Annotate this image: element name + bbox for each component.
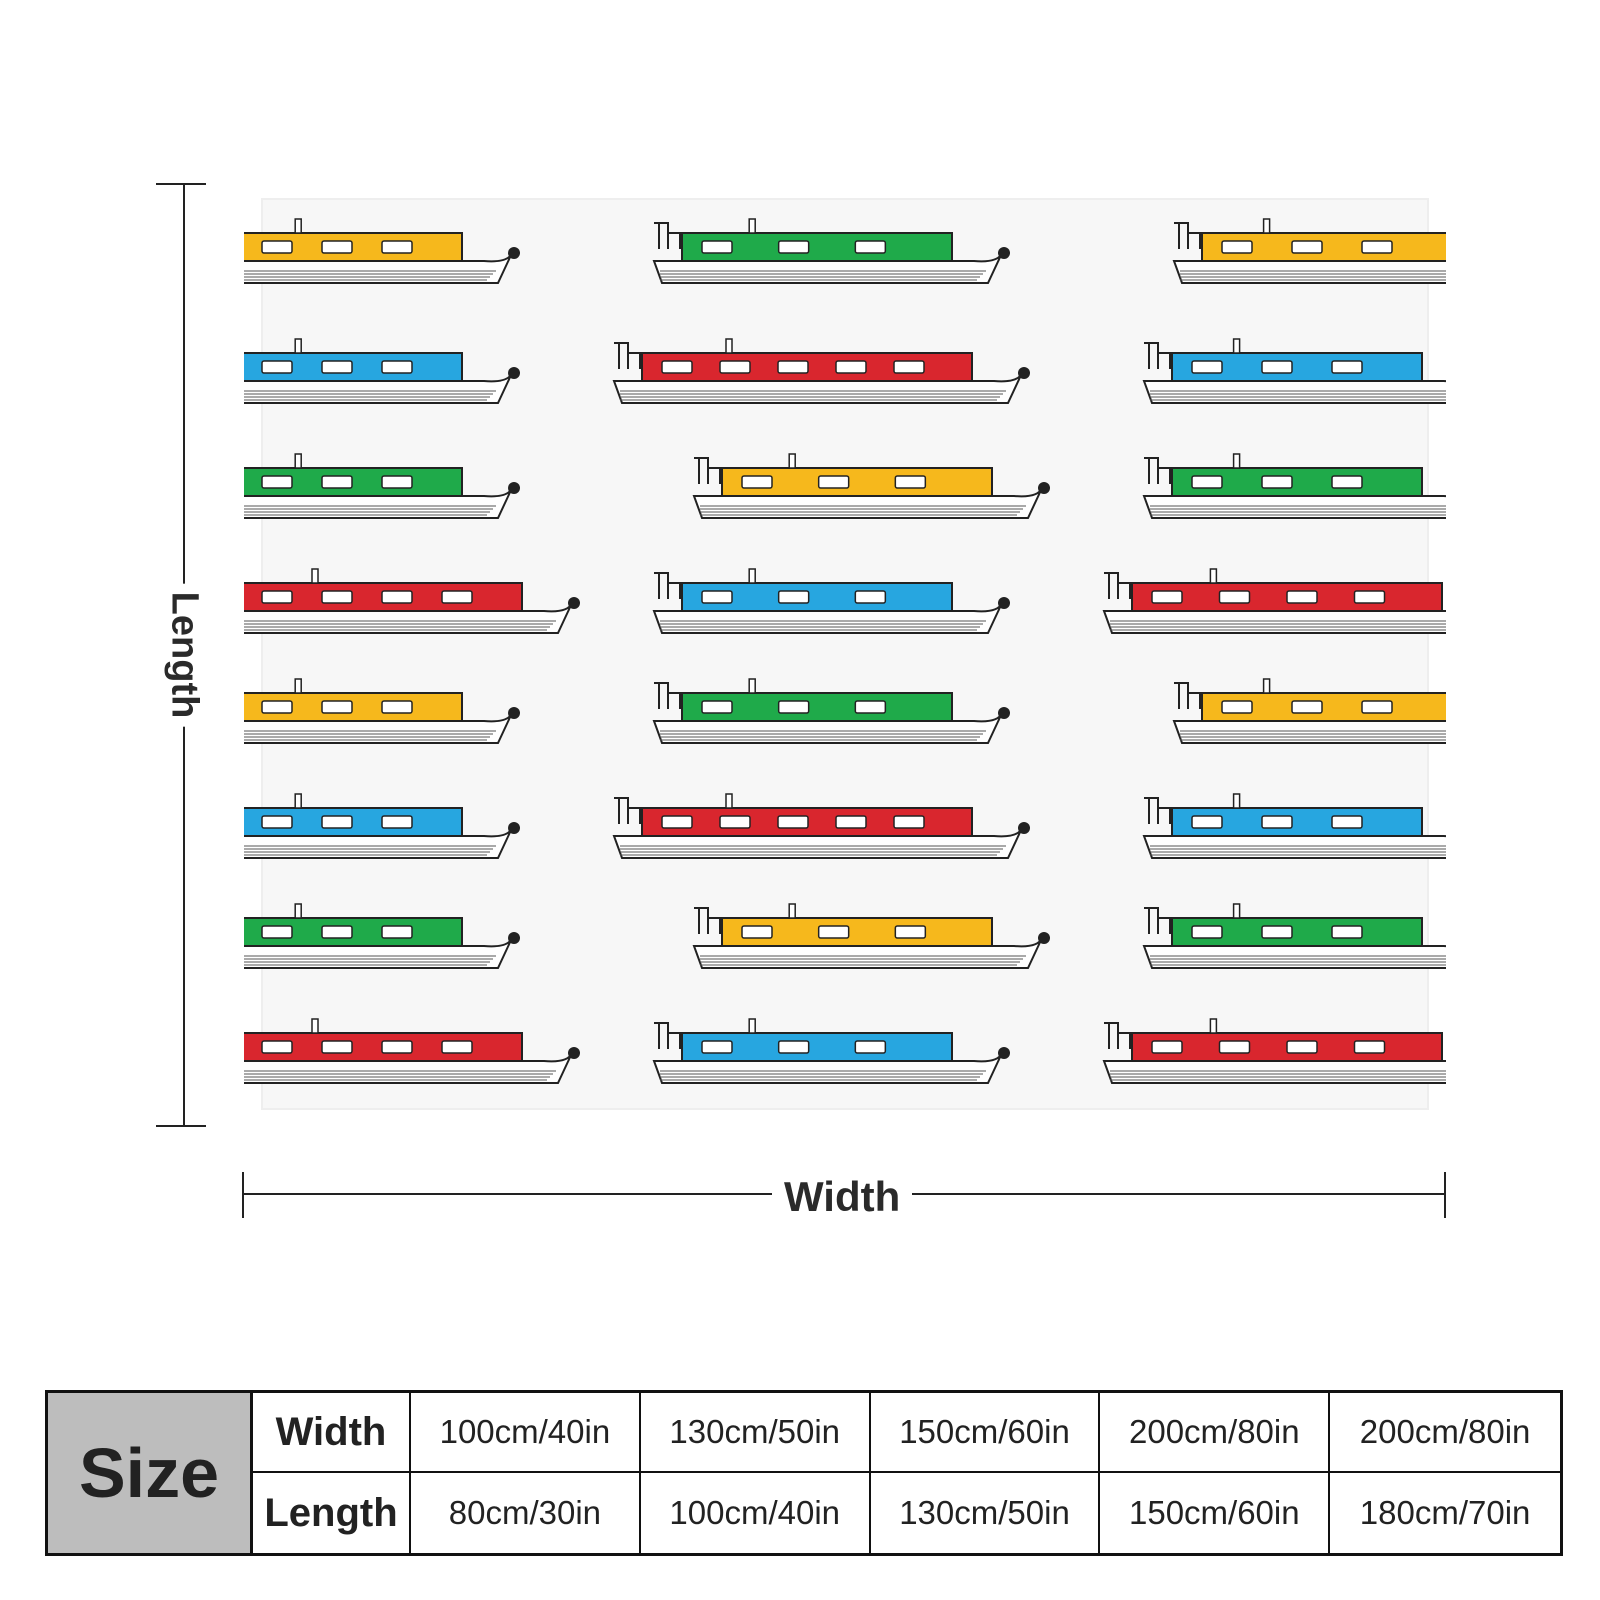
width-value-1: 100cm/40in <box>411 1393 641 1473</box>
narrowboat-red <box>1102 568 1446 634</box>
length-value-1: 80cm/30in <box>411 1473 641 1553</box>
narrowboat-blue <box>244 338 520 404</box>
length-value-4: 150cm/60in <box>1100 1473 1331 1553</box>
size-table-grid: Width 100cm/40in 130cm/50in 150cm/60in 2… <box>253 1393 1560 1553</box>
narrowboat-green <box>652 678 1010 744</box>
length-value-3: 130cm/50in <box>871 1473 1101 1553</box>
narrowboat-yellow <box>1172 678 1446 744</box>
narrowboat-green <box>244 903 520 969</box>
length-value-2: 100cm/40in <box>641 1473 871 1553</box>
narrowboat-red <box>612 793 1030 859</box>
width-right-tick <box>1444 1172 1446 1218</box>
narrowboat-blue <box>1142 338 1446 404</box>
length-value-5: 180cm/70in <box>1359 1494 1531 1531</box>
width-value-4: 200cm/80in <box>1100 1393 1331 1473</box>
narrowboat-yellow <box>244 678 520 744</box>
length-top-tick <box>156 183 206 185</box>
narrowboat-blue <box>652 568 1010 634</box>
narrowboat-yellow <box>244 218 520 284</box>
narrowboat-red <box>612 338 1030 404</box>
narrowboat-red <box>1102 1018 1446 1084</box>
narrowboat-blue <box>652 1018 1010 1084</box>
blanket-pattern-image <box>244 183 1446 1127</box>
length-bottom-tick <box>156 1125 206 1127</box>
width-value-3: 150cm/60in <box>870 1393 1101 1473</box>
row-label-width: Width <box>253 1393 411 1473</box>
size-table: Size Width 100cm/40in 130cm/50in 150cm/6… <box>45 1390 1563 1556</box>
narrowboat-yellow <box>692 453 1050 519</box>
narrowboat-green <box>1142 903 1446 969</box>
narrowboat-blue <box>1142 793 1446 859</box>
narrowboat-blue <box>244 793 520 859</box>
size-table-title: Size <box>48 1393 253 1553</box>
row-label-length: Length <box>253 1473 411 1553</box>
narrowboat-yellow <box>692 903 1050 969</box>
width-left-tick <box>242 1172 244 1218</box>
narrowboat-green <box>244 453 520 519</box>
width-value-2: 130cm/50in <box>640 1393 871 1473</box>
narrowboat-red <box>244 568 580 634</box>
narrowboat-red <box>244 1018 580 1084</box>
narrowboat-yellow <box>1172 218 1446 284</box>
narrowboat-green <box>652 218 1010 284</box>
narrowboat-green <box>1142 453 1446 519</box>
width-value-5: 200cm/80in <box>1330 1393 1560 1473</box>
width-label: Width <box>772 1173 913 1221</box>
